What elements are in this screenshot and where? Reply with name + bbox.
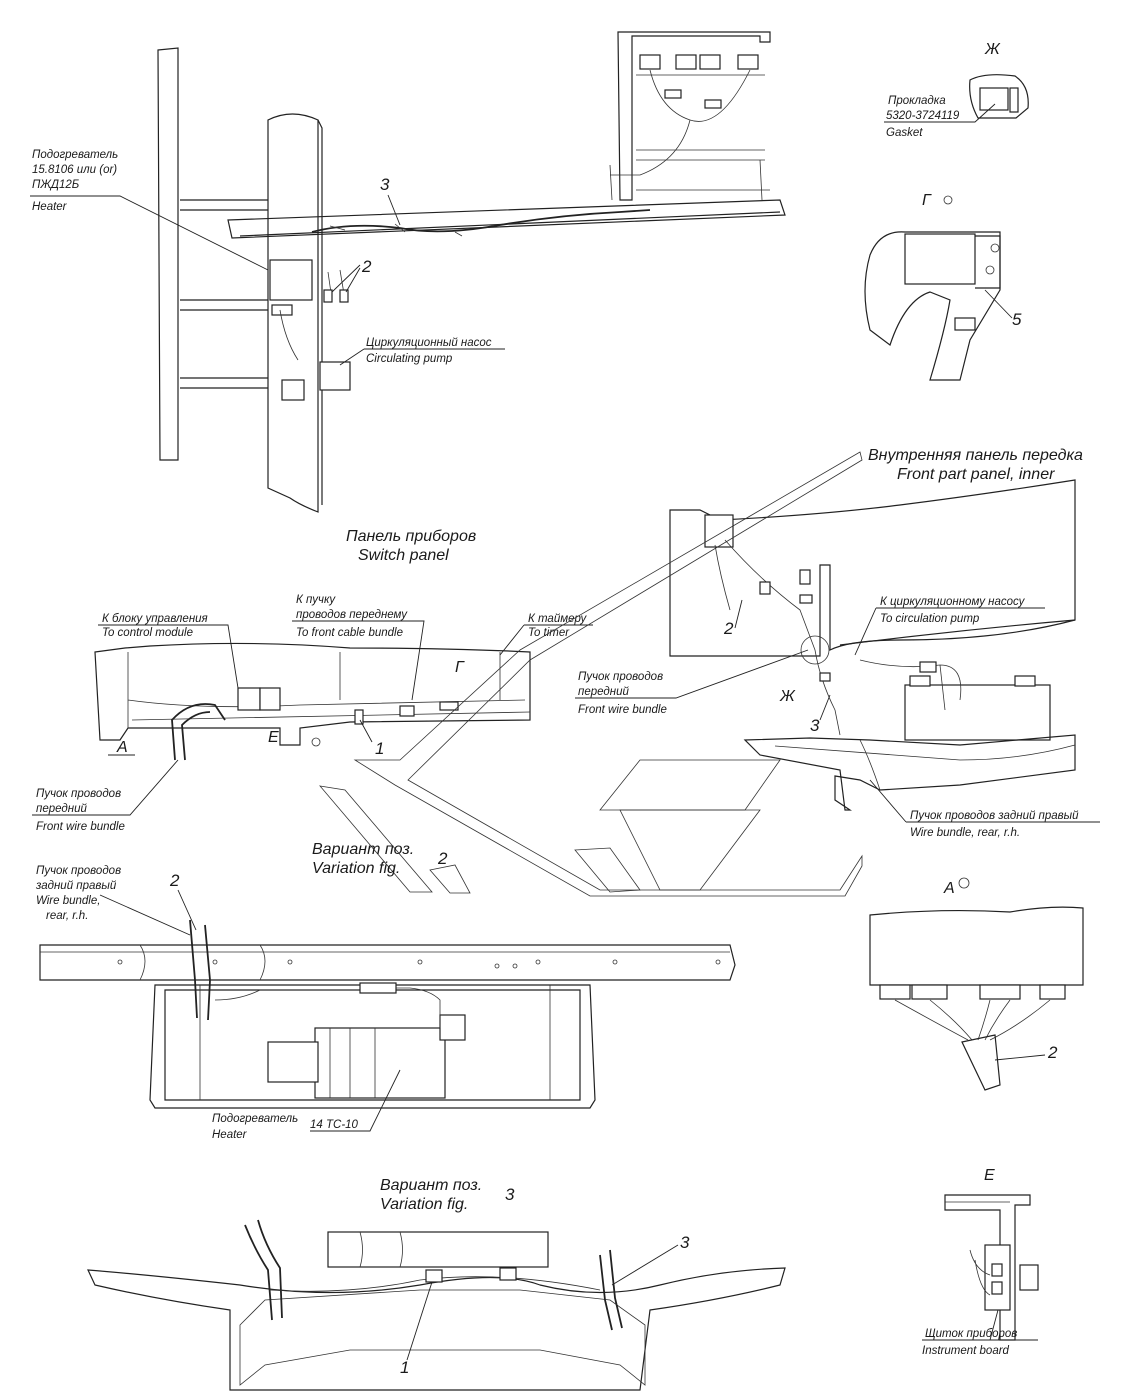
- heater-top-label-ru2: 15.8106 или (or): [32, 164, 117, 176]
- switch-panel-title-en: Switch panel: [358, 547, 449, 564]
- callout-2-top: 2: [361, 257, 372, 276]
- switch-panel-view: [94, 642, 531, 761]
- callout-3-inner: 3: [810, 716, 820, 735]
- callout-1-bottom: 1: [400, 1358, 409, 1377]
- view-a-title: А: [943, 880, 955, 897]
- gasket-label-en: Gasket: [886, 127, 923, 139]
- pump-label-en: Circulating pump: [366, 353, 453, 365]
- heater-unit-top: [269, 259, 313, 301]
- e-marker: Е: [268, 729, 279, 746]
- callout-2-inner: 2: [723, 619, 734, 638]
- rear-left-label-ru2: задний правый: [35, 880, 117, 892]
- callout-2-viewa: 2: [1047, 1043, 1058, 1062]
- heater-bot-label-model: 14 ТС-10: [310, 1119, 359, 1131]
- variation2-num: 2: [437, 849, 448, 868]
- rear-rh-label-ru: Пучок проводов задний правый: [910, 810, 1079, 822]
- front-wire-left-ru1: Пучок проводов: [36, 788, 121, 800]
- callout-2-variation: 2: [169, 871, 180, 890]
- heater-top-label-en: Heater: [32, 201, 68, 213]
- timer-label-ru: К таймеру: [528, 613, 588, 625]
- view-a-marker-icon: [958, 877, 970, 889]
- variation3-title-ru: Вариант поз.: [380, 1177, 482, 1194]
- heater-bot-label-en: Heater: [212, 1129, 248, 1141]
- callout-5: 5: [1012, 310, 1022, 329]
- inner-panel-title-en: Front part panel, inner: [897, 466, 1055, 483]
- zh-marker: Ж: [779, 688, 796, 705]
- front-cable-label-ru2: проводов переднему: [296, 609, 408, 621]
- variation3-detail: [87, 1219, 786, 1391]
- a-marker: А: [116, 739, 128, 756]
- instrument-board-label-ru: Щиток приборов: [925, 1328, 1017, 1340]
- inner-panel-title-ru: Внутренняя панель передка: [868, 447, 1083, 464]
- circulation-pump-box: [904, 684, 1051, 741]
- view-e-detail: [944, 1194, 1039, 1341]
- instrument-board-label-en: Instrument board: [922, 1345, 1010, 1357]
- cab-side-view: [157, 31, 786, 513]
- to-pump-label-ru: К циркуляционному насосу: [880, 596, 1026, 608]
- gasket-label-ru: Прокладка: [888, 95, 946, 107]
- callout-3-bottom: 3: [680, 1233, 690, 1252]
- inner-panel-view: [669, 479, 1076, 811]
- gasket-detail: [969, 74, 1029, 119]
- front-cable-label-en: To front cable bundle: [296, 627, 403, 639]
- variation2-title-ru: Вариант поз.: [312, 841, 414, 858]
- to-pump-label-en: To circulation pump: [880, 613, 980, 625]
- pump-label-ru: Циркуляционный насос: [366, 337, 492, 349]
- rear-left-label-ru1: Пучок проводов: [36, 865, 121, 877]
- view-zh-title: Ж: [984, 41, 1001, 58]
- variation3-num: 3: [505, 1185, 515, 1204]
- large-chevron-icon: [318, 451, 863, 897]
- rear-left-label-en2: rear, r.h.: [46, 910, 88, 922]
- callout-3-top: 3: [380, 175, 390, 194]
- front-wire-left-ru2: передний: [36, 803, 87, 815]
- heater-frame-view: [39, 919, 736, 1109]
- control-module-label-en: To control module: [102, 627, 193, 639]
- front-wire-left-en: Front wire bundle: [36, 821, 125, 833]
- front-wire-mid-ru1: Пучок проводов: [578, 671, 663, 683]
- view-a-detail: [869, 906, 1084, 1091]
- heater-top-label-ru3: ПЖД12Б: [32, 179, 80, 191]
- rear-rh-label-en: Wire bundle, rear, r.h.: [910, 827, 1020, 839]
- view-e-title: Е: [984, 1167, 995, 1184]
- front-wire-mid-ru2: передний: [578, 686, 629, 698]
- front-cable-label-ru1: К пучку: [296, 594, 336, 606]
- rear-left-label-en1: Wire bundle,: [36, 895, 100, 907]
- variation2-title-en: Variation fig.: [312, 860, 400, 877]
- view-g-title: Г: [922, 192, 932, 209]
- front-wire-mid-en: Front wire bundle: [578, 704, 667, 716]
- circulating-pump-top: [319, 361, 351, 391]
- variation3-title-en: Variation fig.: [380, 1196, 468, 1213]
- heater-bot-label-ru: Подогреватель: [212, 1113, 298, 1125]
- control-module-label-ru: К блоку управления: [102, 613, 208, 625]
- heater-14tc10: [314, 1027, 446, 1099]
- view-g-detail: [864, 231, 1001, 381]
- callout-1-panel: 1: [375, 739, 384, 758]
- switch-panel-title-ru: Панель приборов: [346, 528, 476, 545]
- heater-top-label-ru1: Подогреватель: [32, 149, 118, 161]
- view-g-marker-icon: [943, 195, 953, 205]
- g-marker: Г: [455, 659, 465, 676]
- gasket-label-num: 5320-3724119: [886, 110, 960, 122]
